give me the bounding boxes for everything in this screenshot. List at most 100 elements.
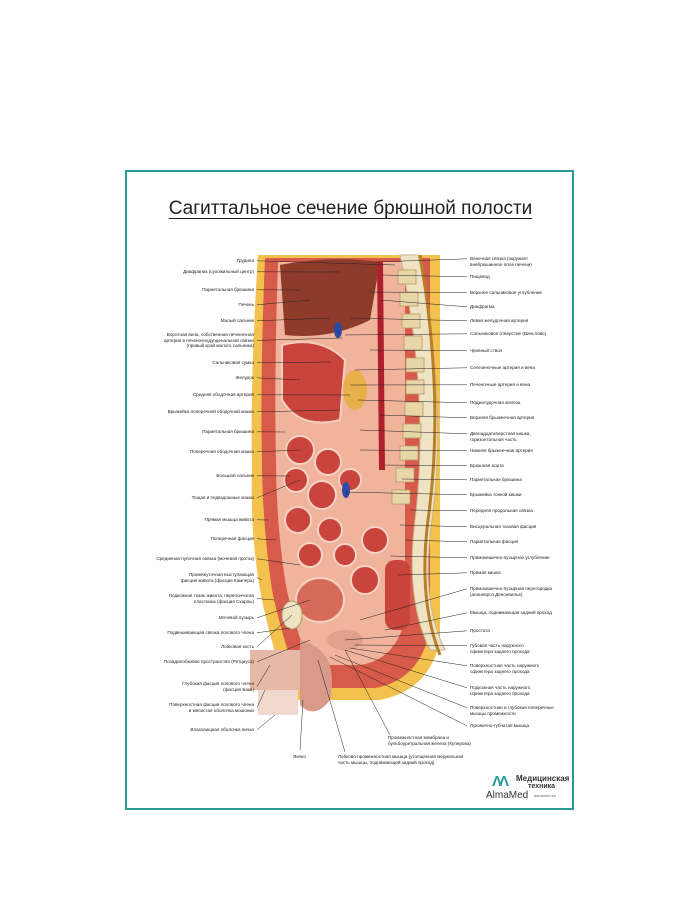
- right-label: Пищевод: [470, 274, 490, 279]
- leader-line: [359, 449, 468, 452]
- right-label: Селезеночные артерия и вена: [470, 365, 535, 370]
- leader-line: [354, 367, 468, 371]
- leader-line: [256, 598, 276, 601]
- leader-line: [329, 656, 468, 727]
- bottom-label: Яичко: [293, 754, 306, 759]
- left-label: Средняя ободочная артерия: [192, 392, 254, 397]
- left-label: Брыжейка поперечной ободочной кишки: [167, 409, 254, 414]
- spinal-column: [399, 254, 446, 651]
- leader-line: [256, 599, 311, 619]
- left-label: Диафрагма (сухожильный центр): [183, 269, 254, 274]
- leader-line: [317, 659, 346, 753]
- leader-line: [354, 644, 468, 647]
- small-intestine-loops: [283, 435, 389, 595]
- aorta: [377, 261, 385, 471]
- leader-line: [256, 409, 341, 413]
- leader-line: [369, 349, 468, 352]
- left-label: Подвешивающая связка полового члена: [167, 630, 254, 635]
- leader-line: [256, 361, 331, 364]
- right-label: Брыжейка тонкой кишки: [470, 492, 522, 497]
- left-label: Париетальная брюшина: [202, 429, 254, 434]
- logo-line2: техника: [528, 783, 556, 790]
- leader-line: [256, 558, 301, 566]
- left-label: Грудина: [236, 258, 254, 263]
- leader-line: [256, 614, 293, 647]
- leader-line: [334, 654, 468, 709]
- right-label: Верхняя брыжеечная артерия: [470, 415, 535, 420]
- leader-line: [344, 649, 468, 689]
- left-label: Сальниковая сумка: [212, 360, 254, 365]
- right-label: Поверхностная и глубокая поперечные мышц…: [470, 705, 554, 716]
- left-label: Тощая и подвздошные кишки: [191, 495, 254, 500]
- poster-frame: [125, 170, 574, 810]
- leader-line: [256, 538, 277, 541]
- bottom-label: Промежностная мембрана и бульбоуретральн…: [388, 735, 471, 746]
- leader-line: [381, 274, 468, 278]
- leader-line: [256, 714, 276, 730]
- left-label: Большой сальник: [216, 473, 254, 478]
- leader-line: [369, 291, 468, 294]
- vessel: [342, 482, 350, 498]
- leader-line: [256, 479, 301, 499]
- leader-line: [256, 299, 311, 306]
- right-label: Прямокишечно-пузырное углубление: [470, 555, 550, 560]
- leader-line: [359, 588, 468, 621]
- right-label: Верхнее сальниковое углубление: [470, 290, 542, 295]
- leader-line: [256, 689, 266, 708]
- right-label: Подкожная часть наружного сфинктера задн…: [470, 685, 531, 696]
- right-label: Чревный ствол: [470, 348, 503, 353]
- external-genitalia: [250, 640, 332, 715]
- poster-title: Сагиттальное сечение брюшной полости: [168, 198, 533, 219]
- liver: [280, 259, 380, 336]
- left-label: Поперечная фасция: [210, 536, 254, 541]
- left-label: Прямая мышца живота: [204, 517, 254, 522]
- leader-line: [256, 639, 311, 663]
- leader-line: [404, 539, 468, 543]
- right-label: Луковично-губчатая мышца: [470, 723, 530, 728]
- almamed-logo: ΛΛ AlmaMed Медицинская техника almamed.s…: [486, 773, 576, 805]
- leader-line: [256, 627, 291, 634]
- spinal-cord: [418, 254, 442, 656]
- leader-line: [256, 577, 263, 581]
- left-label: Воротная вена, собственная печеночная ар…: [163, 332, 254, 349]
- right-label: Передняя продольная связка: [470, 508, 533, 513]
- right-label: Левая желудочная артерия: [470, 318, 529, 323]
- rectum: [385, 560, 410, 630]
- leader-line: [256, 377, 301, 381]
- left-label: Поперечная ободочная кишка: [189, 449, 254, 454]
- leader-line: [256, 664, 271, 687]
- almamed-logo-icon: ΛΛ: [492, 773, 509, 790]
- leader-line: [382, 464, 468, 467]
- leader-line: [379, 414, 468, 419]
- leader-line: [256, 449, 301, 453]
- leader-line: [409, 509, 468, 512]
- right-label: Простата: [470, 628, 490, 633]
- right-label: Нижняя брыжеечная артерия: [470, 448, 533, 453]
- leader-line: [384, 612, 468, 631]
- leader-line: [344, 491, 468, 496]
- leader-line: [344, 630, 468, 641]
- leader-line: [399, 524, 468, 528]
- leader-line: [389, 555, 468, 559]
- left-label: Позадилобковое пространство (Ретциуса): [163, 659, 254, 664]
- right-label: Поджелудочная железа: [470, 400, 521, 405]
- leader-line: [379, 299, 468, 308]
- logo-brand: AlmaMed: [486, 790, 529, 801]
- right-label: Прямая кишка: [470, 570, 501, 575]
- leader-line: [397, 572, 468, 576]
- right-label: Диафрагма: [470, 304, 495, 309]
- leader-line: [401, 478, 468, 481]
- leader-line: [344, 649, 391, 736]
- leader-line: [359, 429, 468, 435]
- bottom-label: Лобково-промежностная мышца (утолщенная …: [338, 754, 464, 765]
- right-label: Венечная связка (окружает внебрюшинное п…: [470, 256, 532, 267]
- leader-line: [256, 337, 343, 341]
- right-label: Прямокишечно-пузырная перегородка (апоне…: [470, 586, 552, 597]
- leader-line: [374, 258, 468, 263]
- vessel: [334, 322, 342, 338]
- left-label: Срединная пупочная связка (мочевой прото…: [156, 556, 254, 561]
- right-label: Париетальная фасция: [470, 539, 519, 544]
- left-label: Малый сальник: [220, 318, 254, 323]
- left-label: Лобковая кость: [221, 644, 254, 649]
